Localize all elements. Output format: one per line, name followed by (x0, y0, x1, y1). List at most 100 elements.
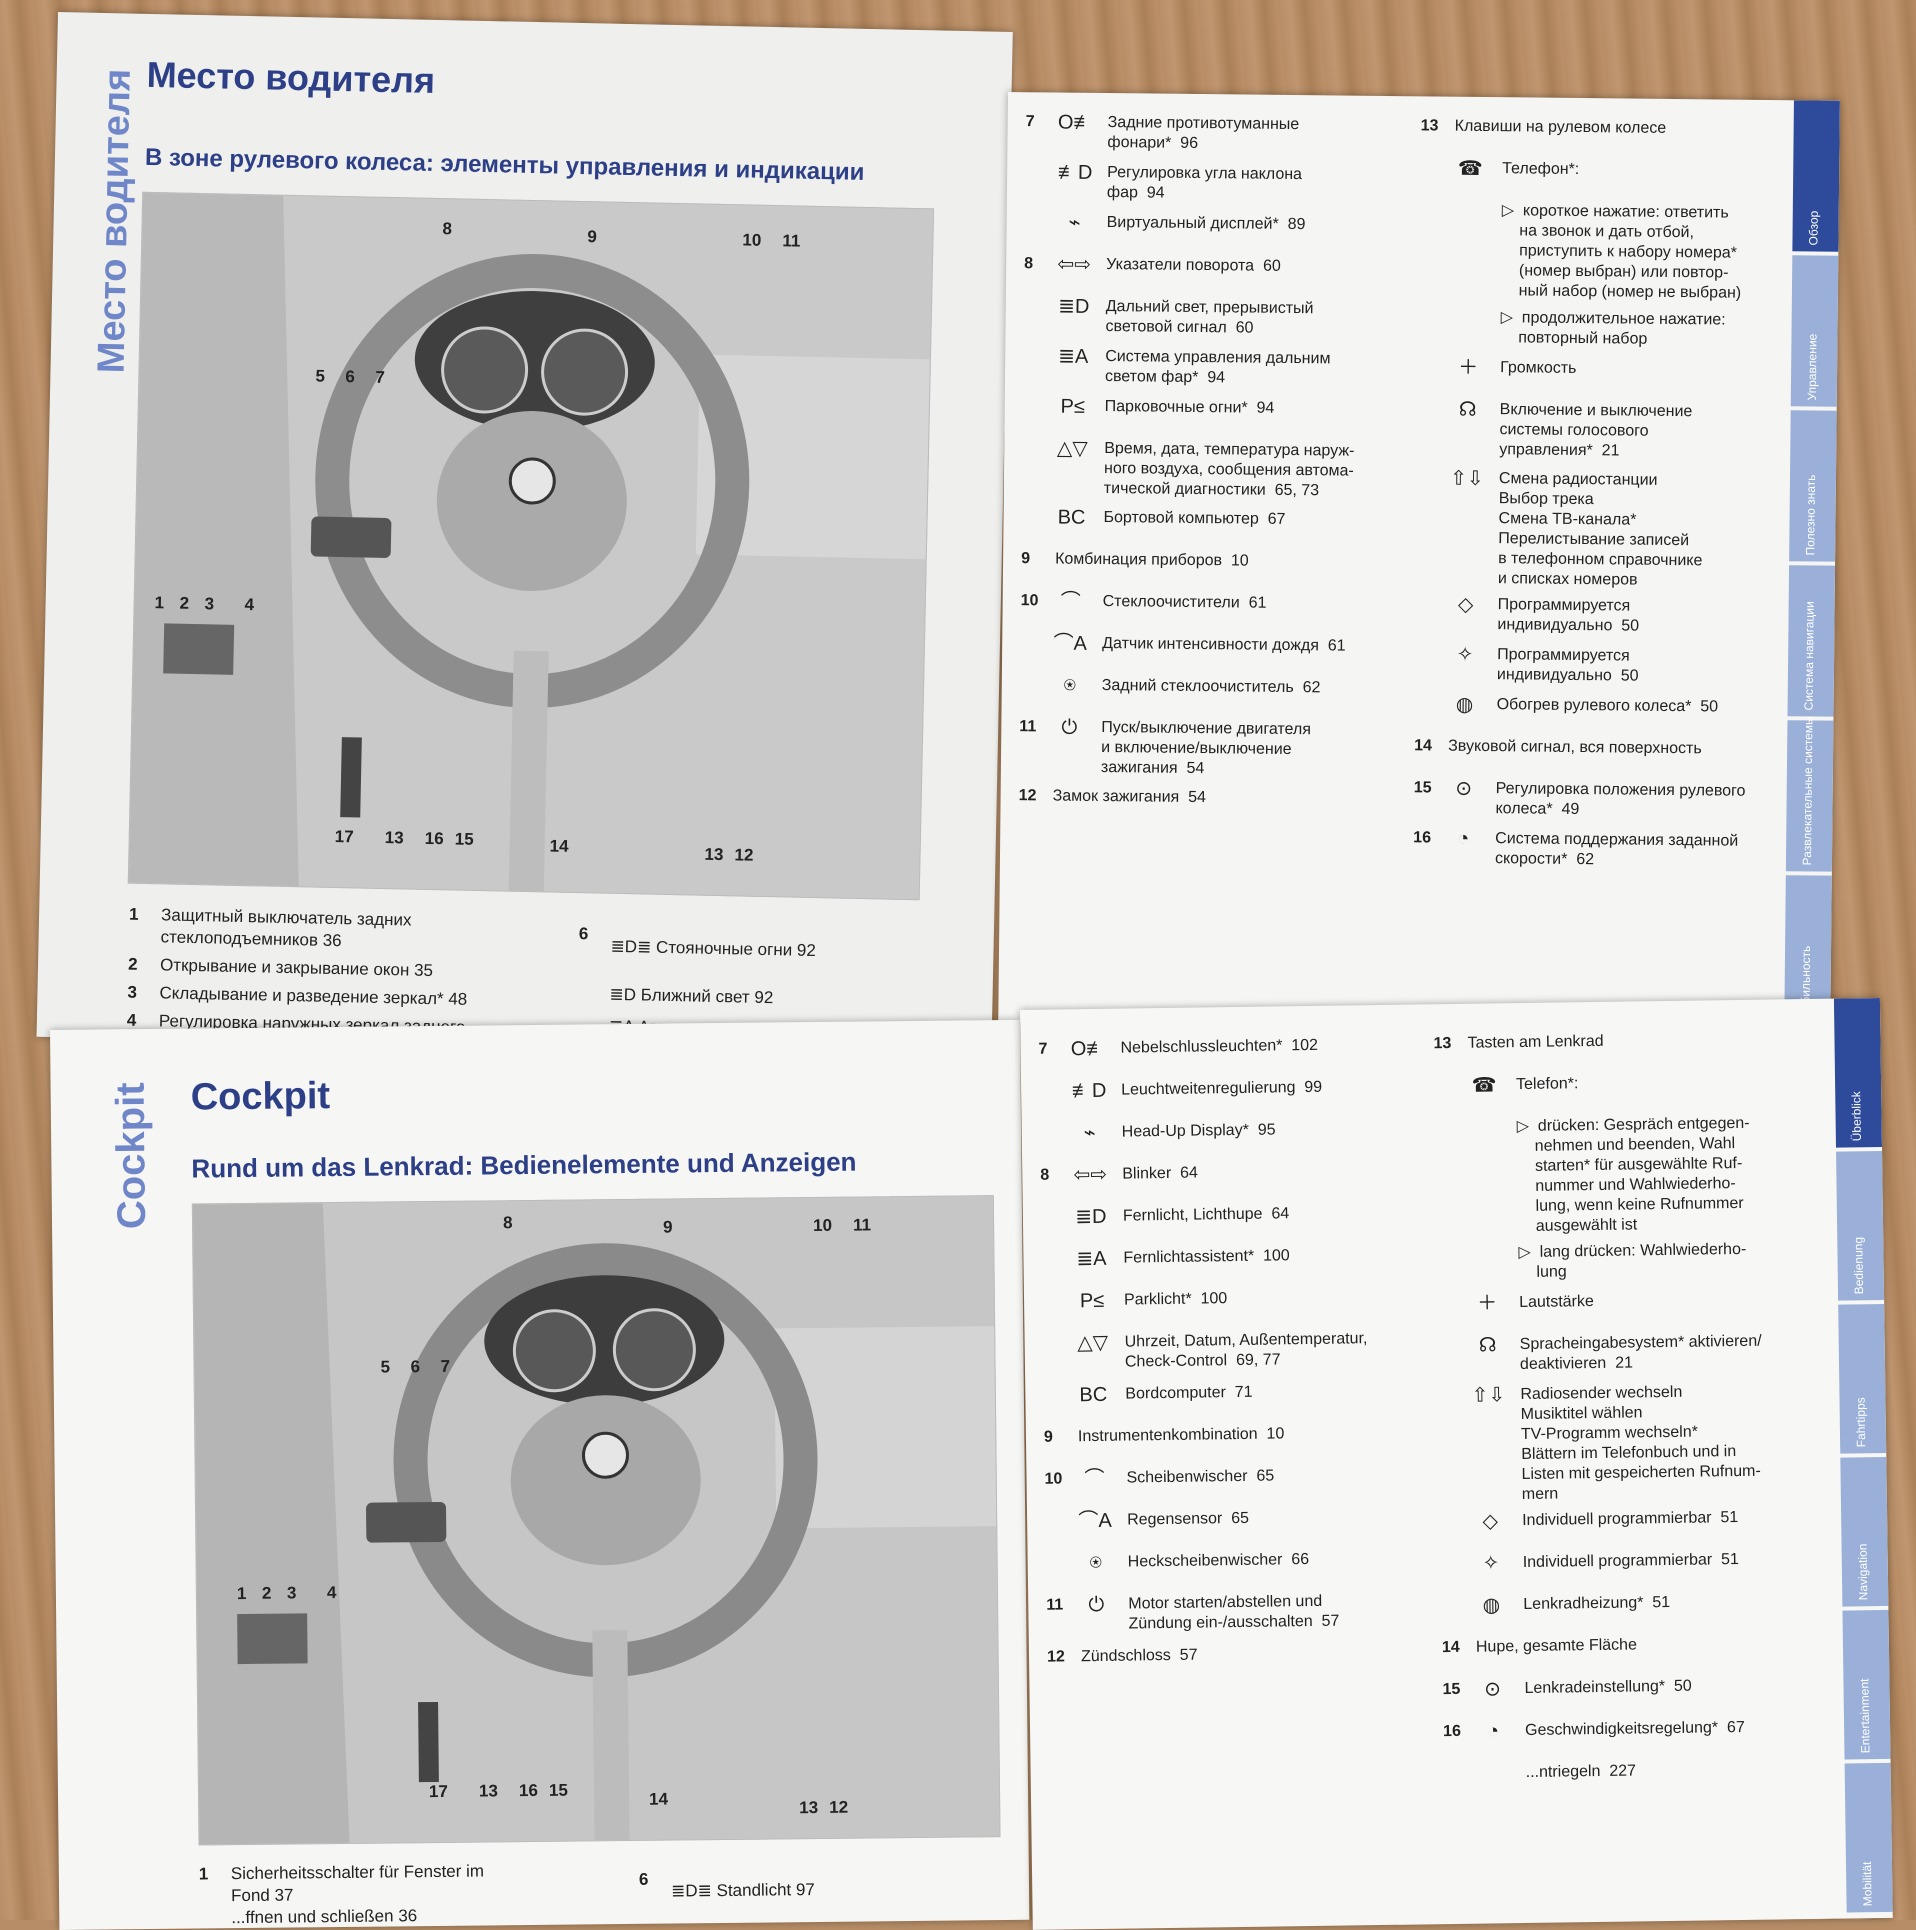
item-number: 7 (1025, 113, 1035, 131)
headlight-level-icon: ≢D (1071, 1079, 1107, 1103)
cruise-icon: ◔ (1486, 1720, 1500, 1743)
diamond-icon: ◇ (1482, 1510, 1499, 1533)
legend-row: ◍Lenkradheizung* 51 (1443, 1591, 1824, 1638)
section-tab[interactable]: Управление (1790, 255, 1839, 407)
section-tab-label: Entertainment (1857, 1678, 1873, 1754)
legend-row: △▽Uhrzeit, Datum, Außentemperatur, Check… (1045, 1328, 1426, 1385)
item-text: Individuell programmierbar 51 (1522, 1509, 1739, 1530)
callout-17: 17 (334, 826, 354, 847)
section-tab[interactable]: Überblick (1833, 997, 1882, 1148)
high-beam-icon: ≣D (1058, 295, 1090, 318)
item-number: 11 (1019, 718, 1037, 736)
legend-row: ◇Программируется индивидуально 50 (1417, 594, 1768, 648)
callout-12: 12 (734, 845, 754, 865)
item-number: 15 (1442, 1680, 1461, 1699)
de-page-subtitle: Rund um das Lenkrad: Bedienelemente und … (191, 1146, 857, 1184)
section-tab[interactable]: Полезно знать (1789, 410, 1837, 562)
ru-side-heading: Место водителя (90, 68, 139, 374)
item-text: Motor starten/abstellen und Zündung ein-… (1128, 1592, 1340, 1633)
section-tab[interactable]: Обзор (1792, 100, 1840, 252)
ru-steering-wheel-figure: 8 9 10 11 5 6 7 1 2 3 4 17 13 16 15 14 1… (127, 191, 935, 901)
section-tab[interactable]: Система навигации (1787, 565, 1836, 717)
legend-row: 15⊙Регулировка положения рулевого колеса… (1414, 778, 1766, 832)
item-number: 16 (1413, 829, 1432, 847)
callout-11: 11 (852, 1215, 872, 1235)
section-tab[interactable]: Navigation (1840, 1456, 1889, 1607)
hud-icon: ⌁ (1083, 1121, 1096, 1145)
item-text: Blinker 64 (1122, 1164, 1199, 1183)
callout-15: 15 (454, 829, 474, 849)
rear-fog-icon: O≢ (1057, 111, 1094, 134)
section-tab-label: Fahrtipps (1853, 1397, 1869, 1448)
item-text: Geschwindigkeitsregelung* 67 (1524, 1718, 1745, 1740)
callout-17: 17 (428, 1781, 449, 1802)
item-text: Spracheingabesystem* aktivieren/ deaktiv… (1519, 1332, 1762, 1374)
item-text: Parklicht* 100 (1123, 1290, 1228, 1309)
section-tab[interactable]: Entertainment (1842, 1609, 1891, 1760)
item-text: Система управления дальним светом фар* 9… (1104, 348, 1331, 387)
callout-16: 16 (518, 1780, 539, 1801)
legend6-item: ≣D≣ Стояночные огни 92 (610, 936, 817, 961)
section-tab[interactable]: Развлекательные системы (1785, 716, 1834, 872)
item-text: Время, дата, температура наруж- ного воз… (1103, 440, 1355, 500)
callout-11: 11 (782, 231, 801, 251)
section-tab[interactable]: Mobilität (1844, 1762, 1893, 1913)
wheel-adjust-icon: ⊙ (1483, 1678, 1502, 1701)
legend-row: ▷ продолжительное нажатие: повторный наб… (1420, 307, 1771, 361)
voice-icon: ☊ (1478, 1334, 1497, 1357)
ru-page-title: Место водителя (146, 53, 436, 101)
parking-lamp-icon: P≤ (1060, 395, 1085, 418)
item-number: 9 (1021, 550, 1031, 568)
item-text: Комбинация приборов 10 (1055, 550, 1249, 570)
item-text: Individuell programmierbar 51 (1522, 1551, 1739, 1572)
item-text: Nebelschlussleuchten* 102 (1120, 1036, 1319, 1057)
high-beam-icon: ≣D (1075, 1205, 1107, 1229)
item-number: 12 (1046, 1648, 1065, 1666)
item-text: Heckscheibenwischer 66 (1127, 1551, 1310, 1571)
section-tab-label: Überblick (1849, 1091, 1864, 1142)
de-steering-wheel-figure: 8 9 10 11 5 6 7 1 2 3 4 17 13 16 15 14 1… (191, 1195, 1001, 1846)
start-stop-icon: ⏻ (1088, 1593, 1105, 1617)
callout-13a: 13 (478, 1781, 499, 1801)
legend-row: ▷ lang drücken: Wahlwiederho- lung (1438, 1239, 1819, 1294)
legend-row: ⇧⇩Смена радиостанции Выбор трека Смена Т… (1418, 468, 1769, 598)
legend-row: ≣D Fernlicht, Lichthupe 64 (1043, 1202, 1424, 1249)
callout-4: 4 (326, 1583, 337, 1603)
callout-13b: 13 (799, 1797, 819, 1818)
callout-6: 6 (345, 367, 356, 387)
item-text: Регулировка положения рулевого колеса* 4… (1495, 780, 1746, 819)
section-tab[interactable]: Fahrtipps (1838, 1303, 1887, 1454)
item-text: Fernlicht, Lichthupe 64 (1122, 1205, 1290, 1225)
callout-4: 4 (244, 595, 255, 615)
callout-6: 6 (410, 1357, 421, 1377)
item-text: Bordcomputer 71 (1125, 1383, 1253, 1403)
item-text: Программируется индивидуально 50 (1497, 596, 1640, 635)
legend6-item: ≣D≣ Standlicht 97 (670, 1880, 815, 1901)
section-tab[interactable]: Bedienung (1836, 1150, 1885, 1301)
legend-row: ☊Включение и выключение системы голосово… (1419, 399, 1770, 472)
item-text: Head-Up Display* 95 (1121, 1121, 1276, 1141)
callout-7: 7 (440, 1356, 451, 1376)
rear-wiper-icon: ⍟ (1063, 674, 1076, 697)
up-down-arrow-icon: ⇧⇩ (1471, 1384, 1506, 1407)
callout-14: 14 (648, 1789, 669, 1809)
callout-5: 5 (380, 1357, 391, 1377)
phone-icon: ☎ (1471, 1074, 1497, 1097)
item-text: Lautstärke (1519, 1293, 1594, 1312)
item-number: 14 (1441, 1638, 1460, 1657)
item-text: Датчик интенсивности дождя 61 (1102, 635, 1346, 655)
item-text: Виртуальный дисплей* 89 (1106, 214, 1306, 234)
parking-lamp-icon: P≤ (1079, 1289, 1105, 1313)
